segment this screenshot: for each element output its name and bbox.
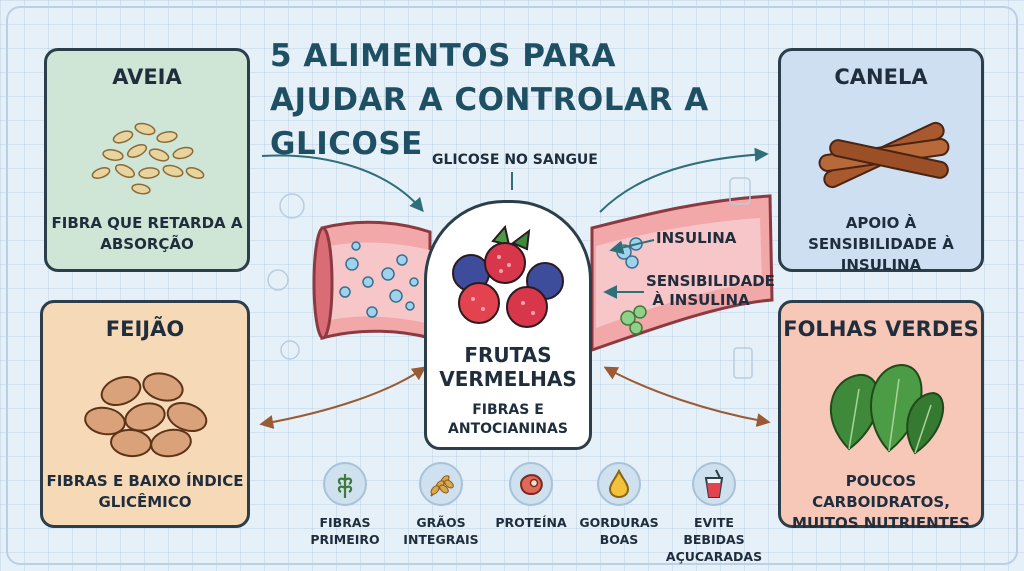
beans-icon: [84, 372, 208, 458]
card-heading: FEIJÃO: [105, 317, 185, 341]
center-description: FIBRAS E ANTOCIANINAS: [448, 402, 568, 437]
berries-icon: [452, 224, 564, 328]
steak-icon: [519, 474, 543, 496]
label-insulina: INSULINA: [656, 229, 737, 247]
oil-drop-icon: [608, 468, 630, 499]
label-glicose-no-sangue: GLICOSE NO SANGUE: [432, 152, 598, 168]
tip-fibras: FIBRAS PRIMEIRO: [300, 462, 390, 548]
connector-arrows: [259, 147, 771, 429]
card-canela: CANELA APOIO À SENSIBILIDADE À INSULINA: [778, 48, 984, 274]
card-description: APOIO À SENSIBILIDADE À INSULINA: [808, 214, 954, 274]
tips-row: FIBRAS PRIMEIRO GRÃOS INTEGRAIS: [300, 462, 770, 565]
glucose-molecules-icon: [339, 241, 419, 318]
cinnamon-sticks-icon: [818, 121, 950, 189]
card-heading: CANELA: [834, 65, 928, 89]
card-description: FIBRAS E BAIXO ÍNDICE GLICÊMICO: [46, 472, 244, 511]
decorative-doodles: [267, 177, 753, 379]
tip-bebidas: EVITE BEBIDAS AÇUCARADAS: [662, 462, 766, 565]
tip-proteina: PROTEÍNA: [486, 462, 576, 531]
card-heading: FOLHAS VERDES: [783, 317, 979, 341]
card-frutas-vermelhas: FRUTAS VERMELHAS FIBRAS E ANTOCIANINAS: [424, 200, 592, 450]
card-description: FIBRA QUE RETARDA A ABSORÇÃO: [51, 214, 243, 253]
tip-label: FIBRAS PRIMEIRO: [310, 515, 380, 547]
tip-label: EVITE BEBIDAS AÇUCARADAS: [665, 515, 763, 564]
tip-icon-circle: [419, 462, 463, 506]
card-description: POUCOS CARBOIDRATOS, MUITOS NUTRIENTES: [792, 472, 970, 532]
oats-icon: [91, 122, 205, 195]
insulin-molecule-icon: [616, 237, 647, 335]
leaf-icon: [337, 474, 353, 498]
tip-icon-circle: [692, 462, 736, 506]
tip-gorduras: GORDURAS BOAS: [574, 462, 664, 548]
card-aveia: AVEIA FIBRA QUE RETARDA A ABSORÇÃO: [44, 48, 250, 272]
tip-label: GRÃOS INTEGRAIS: [403, 515, 479, 547]
card-feijao: FEIJÃO FIBRAS E BAIXO ÍNDICE GLICÊMICO: [40, 300, 250, 528]
soda-cup-icon: [704, 469, 724, 498]
page-title: 5 ALIMENTOS PARA AJUDAR A CONTROLAR A GL…: [270, 38, 709, 162]
card-heading: AVEIA: [112, 65, 182, 89]
tip-label: PROTEÍNA: [495, 515, 567, 530]
label-sensibilidade-insulina: SENSIBILIDADE À INSULINA: [646, 272, 775, 309]
tip-label: GORDURAS BOAS: [579, 515, 659, 547]
tip-icon-circle: [509, 462, 553, 506]
tip-icon-circle: [597, 462, 641, 506]
center-heading: FRUTAS VERMELHAS: [439, 343, 577, 391]
card-folhas-verdes: FOLHAS VERDES POUCOS CARBOIDRATOS, MUITO…: [778, 300, 984, 532]
tip-graos: GRÃOS INTEGRAIS: [396, 462, 486, 548]
page-frame: [6, 6, 1018, 565]
spinach-leaves-icon: [830, 363, 945, 455]
wheat-icon: [430, 475, 454, 497]
tip-icon-circle: [323, 462, 367, 506]
